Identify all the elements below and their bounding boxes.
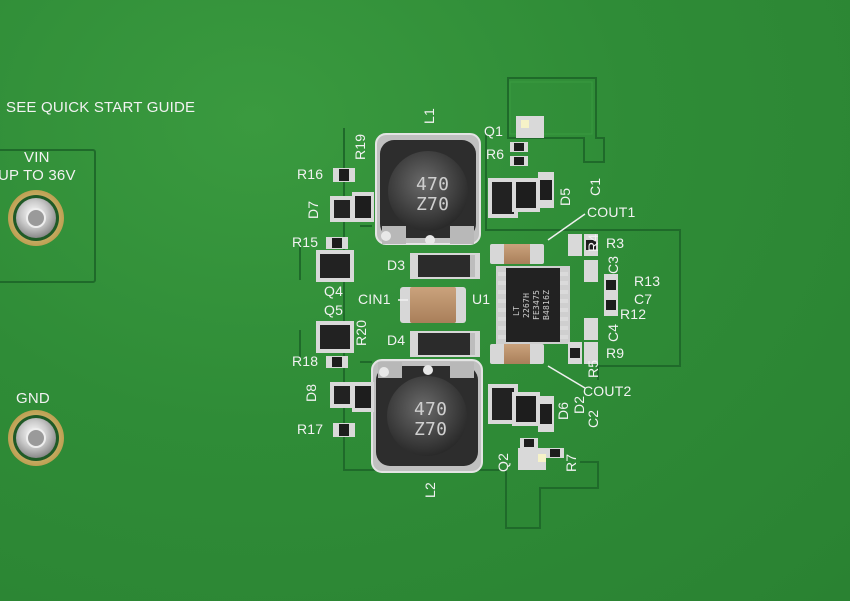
- capacitor-cin1: [400, 287, 466, 323]
- diode-d4: [410, 331, 480, 357]
- u1-marking-3: B4816Z: [542, 289, 551, 320]
- u1-marking-2: FE3475: [532, 289, 541, 320]
- refdes-r12: R12: [620, 306, 647, 322]
- refdes-r7: R7: [563, 453, 579, 472]
- refdes-c2: C2: [585, 409, 601, 428]
- u1-marking-1: 2267H: [522, 292, 531, 318]
- refdes-d2: D2: [571, 395, 587, 414]
- l1-marking-1: 470: [416, 174, 450, 195]
- refdes-d4: D4: [387, 332, 406, 348]
- refdes-cout1: COUT1: [587, 204, 636, 220]
- refdes-r3: R3: [606, 235, 625, 251]
- refdes-d8: D8: [303, 383, 319, 402]
- u1-logo: LT: [512, 305, 521, 316]
- refdes-r4: R4: [585, 233, 601, 252]
- capacitor-cout2: [490, 344, 544, 364]
- refdes-q1: Q1: [484, 123, 504, 139]
- vin-range: UP TO 36V: [0, 167, 76, 184]
- refdes-r16: R16: [297, 166, 324, 182]
- ic-u1: [496, 266, 570, 344]
- refdes-r5: R5: [585, 359, 601, 378]
- diode-d3: [410, 253, 480, 279]
- l1-marking-2: Z70: [416, 194, 450, 215]
- inductor-l1: [375, 133, 481, 245]
- refdes-d3: D3: [387, 257, 406, 273]
- refdes-r20: R20: [353, 319, 369, 346]
- gnd-label: GND: [16, 390, 50, 407]
- refdes-l1: L1: [421, 108, 437, 124]
- refdes-cin1: CIN1: [358, 291, 391, 307]
- smd-parts: [316, 116, 618, 470]
- l2-marking-2: Z70: [414, 419, 448, 440]
- refdes-c4: C4: [605, 323, 621, 342]
- refdes-r18: R18: [292, 353, 319, 369]
- refdes-c1: C1: [587, 177, 603, 196]
- refdes-q5: Q5: [324, 302, 344, 318]
- capacitor-cout1: [490, 244, 544, 264]
- refdes-cout2: COUT2: [583, 383, 632, 399]
- guide-note: SEE QUICK START GUIDE: [6, 99, 196, 116]
- refdes-r6: R6: [486, 146, 505, 162]
- vin-terminal[interactable]: [8, 190, 64, 246]
- refdes-l2: L2: [422, 482, 438, 498]
- refdes-u1: U1: [472, 291, 491, 307]
- gnd-terminal[interactable]: [8, 410, 64, 466]
- refdes-r19: R19: [352, 133, 368, 160]
- refdes-r9: R9: [606, 345, 625, 361]
- refdes-c3: C3: [605, 255, 621, 274]
- refdes-d5: D5: [557, 187, 573, 206]
- refdes-r13: R13: [634, 273, 661, 289]
- vin-label: VIN: [24, 149, 50, 166]
- refdes-d7: D7: [305, 200, 321, 219]
- l2-marking-1: 470: [414, 399, 448, 420]
- refdes-q2: Q2: [495, 452, 511, 472]
- refdes-r17: R17: [297, 421, 324, 437]
- callout-lines: [398, 213, 586, 389]
- refdes-c7: C7: [634, 291, 653, 307]
- refdes-d6: D6: [555, 401, 571, 420]
- refdes-r15: R15: [292, 234, 319, 250]
- inductor-l2: [371, 359, 483, 473]
- refdes-q4: Q4: [324, 283, 344, 299]
